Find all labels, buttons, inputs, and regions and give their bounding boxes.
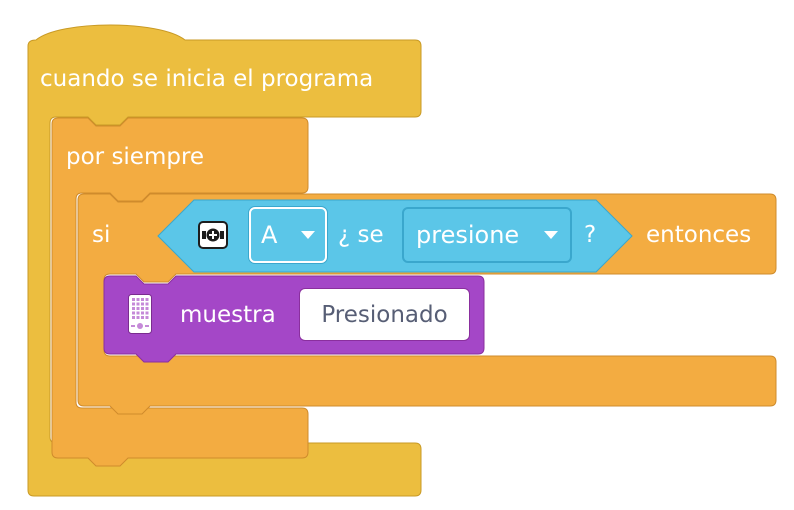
chevron-down-icon xyxy=(544,231,558,239)
show-block-label: muestra xyxy=(180,302,276,328)
then-label: entonces xyxy=(646,222,752,248)
condition-question-mark: ? xyxy=(584,222,597,248)
chevron-down-icon xyxy=(301,231,315,239)
if-label: si xyxy=(92,222,111,248)
hat-block-label: cuando se inicia el programa xyxy=(40,66,374,92)
action-dropdown[interactable]: presione xyxy=(402,207,572,263)
button-icon-glyph xyxy=(202,228,224,242)
forever-block-body[interactable] xyxy=(51,117,309,467)
button-dropdown-value: A xyxy=(261,221,278,249)
action-dropdown-value: presione xyxy=(416,221,520,249)
show-text-value: Presionado xyxy=(321,301,448,328)
button-dropdown[interactable]: A xyxy=(249,207,327,263)
button-icon xyxy=(198,221,228,249)
show-text-input[interactable]: Presionado xyxy=(299,288,470,341)
forever-block-label: por siempre xyxy=(66,144,205,170)
led-display-icon xyxy=(128,294,152,334)
condition-mid-label: ¿ se xyxy=(338,222,384,248)
led-display-icon-glyph xyxy=(128,294,152,334)
